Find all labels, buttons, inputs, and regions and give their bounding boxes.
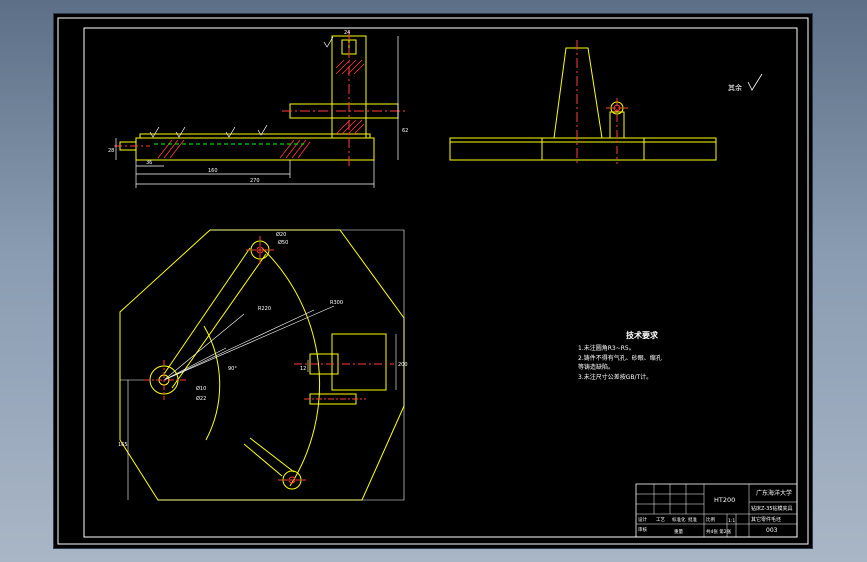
title-row-approve: 批准: [688, 516, 697, 523]
front-base: [449, 137, 717, 161]
top-hole: [256, 246, 264, 254]
inner-border: [83, 27, 798, 538]
dim-r-inner: R220: [258, 306, 271, 312]
title-drawing-1: 钻床Z-35钻模夹具: [751, 505, 793, 512]
hatch-base-left: [157, 139, 185, 159]
dim-plan-right: 200: [398, 362, 408, 368]
dim-hole-a: Ø10: [196, 385, 206, 392]
drawing-sheet: 62 24 28 36 160 270 其余: [54, 14, 812, 548]
title-row-standard: 标准化: [672, 516, 686, 523]
arm-link-bot-b: [249, 437, 295, 473]
dim-side-bottom-c: 270: [250, 178, 260, 184]
arm-link-top-b: [171, 253, 267, 389]
title-mark: 重量: [674, 528, 683, 535]
title-row-process: 工艺: [656, 517, 665, 523]
dim-angle: 90°: [228, 366, 237, 372]
dim-plan-slot: 12: [300, 366, 306, 372]
title-block-frame: [635, 483, 798, 538]
hatch-column-mid: [335, 119, 365, 135]
arm-link-bot-a: [243, 443, 283, 477]
general-roughness: 其余: [728, 73, 763, 92]
dim-side-bottom-a: 36: [146, 160, 152, 166]
notes-line-4: 3.未注尺寸公差按GB/T计。: [578, 373, 652, 381]
plan-frame: [158, 229, 405, 501]
arc-outer: [261, 247, 320, 487]
base-plate: [135, 137, 375, 161]
dim-plan-left: 165: [118, 442, 128, 448]
dim-side-top: 24: [344, 30, 350, 36]
arc-inner: [203, 325, 221, 441]
roughness-symbol: [747, 73, 763, 91]
title-row-design: 设计: [638, 516, 647, 523]
dim-hole-top: Ø20: [276, 231, 286, 238]
bottom-boss: [282, 470, 302, 490]
title-drawing-2: 其它零件毛坯: [751, 516, 781, 523]
dim-side-right: 62: [402, 128, 408, 134]
notes-line-3: 等铸造缺陷。: [578, 363, 614, 371]
front-view: [449, 40, 717, 166]
bottom-hole: [288, 476, 296, 484]
title-small-label: 比例: [706, 516, 715, 523]
top-boss: [250, 240, 270, 260]
title-school: 广东海洋大学: [756, 489, 792, 497]
plan-dimension-lines: [120, 334, 397, 500]
notes-line-1: 1.未注圆角R3~R5。: [578, 344, 635, 352]
slot-block: [331, 333, 387, 391]
title-material: HT200: [714, 496, 735, 504]
hatch-column-top: [335, 59, 365, 75]
roughness-label: 其余: [728, 83, 742, 92]
title-block: HT200 广东海洋大学 钻床Z-35钻模夹具 其它零件毛坯 003 1:1 比…: [635, 483, 798, 538]
title-scale: 1:1: [728, 518, 735, 524]
notes-heading: 技术要求: [626, 330, 659, 340]
notes-line-2: 2.铸件不得有气孔、砂眼、缩孔: [578, 354, 662, 362]
dim-hole-b: Ø22: [196, 395, 206, 402]
arm-link-top-a: [163, 247, 251, 375]
plan-view: 200 165 12 R300 R220 90° Ø10 Ø22 Ø20 Ø50: [118, 229, 408, 501]
front-column: [553, 47, 603, 139]
title-block-grid: [636, 484, 797, 537]
cad-drawing: 62 24 28 36 160 270 其余: [57, 17, 809, 545]
dim-side-left: 28: [108, 148, 114, 154]
title-drawing-no: 003: [766, 527, 778, 534]
base-lip: [139, 133, 371, 139]
outer-border: [57, 17, 809, 545]
title-row-review: 审核: [638, 526, 647, 533]
dim-side-bottom-b: 160: [208, 168, 218, 174]
hatch-base-mid: [279, 139, 311, 159]
side-roughness-marks: [149, 36, 334, 138]
title-sheet-info: 共4张 第2张: [706, 528, 732, 535]
technical-notes: 技术要求 1.未注圆角R3~R5。 2.铸件不得有气孔、砂眼、缩孔 等铸造缺陷。…: [578, 330, 662, 381]
side-section-view: 62 24 28 36 160 270: [108, 30, 408, 188]
side-dimension-lines: [115, 36, 399, 188]
dim-small: Ø50: [278, 239, 288, 246]
construction-rays: [163, 305, 335, 381]
dim-r-outer: R300: [330, 300, 343, 306]
